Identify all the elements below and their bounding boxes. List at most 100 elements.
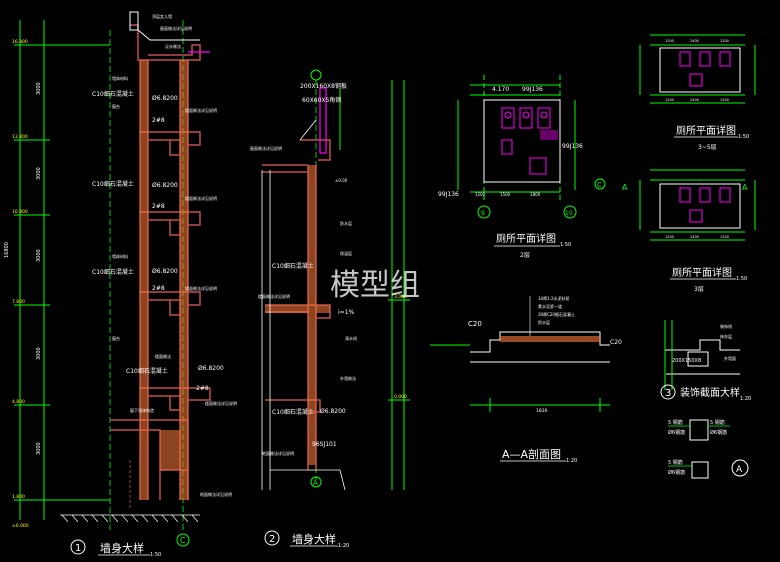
svg-text:1200: 1200 <box>720 39 729 43</box>
svg-text:3000: 3000 <box>36 249 42 262</box>
svg-text:楼面做法详见说明: 楼面做法详见说明 <box>185 195 217 201</box>
svg-text:C10细石混凝土: C10细石混凝土 <box>92 180 134 188</box>
svg-text:7.800: 7.800 <box>12 299 25 305</box>
section-c20-label: C20 <box>468 320 482 328</box>
rebar-label-1: Ø6.8200 <box>152 95 178 102</box>
svg-text:1:20: 1:20 <box>566 458 577 464</box>
rebar-details: 5 钢筋 Ø6钢筋 5 钢筋 Ø6钢筋 5 钢筋 Ø6钢筋 A <box>668 419 749 479</box>
svg-text:Ø6钢筋: Ø6钢筋 <box>668 429 685 436</box>
svg-text:9: 9 <box>481 210 485 217</box>
detail-1-number: 1 <box>75 543 81 554</box>
svg-text:泛水做法: 泛水做法 <box>165 43 181 49</box>
svg-text:5 钢筋: 5 钢筋 <box>710 419 725 426</box>
detail-3-title: 装饰截面大样 <box>680 386 740 399</box>
concrete-label-1: C10细石混凝土 <box>92 90 134 98</box>
svg-text:素水泥浆一道: 素水泥浆一道 <box>538 303 562 309</box>
detail-2-number: 2 <box>269 534 275 545</box>
svg-text:楼面做法详见说明: 楼面做法详见说明 <box>185 285 217 291</box>
svg-text:1830: 1830 <box>536 408 548 414</box>
svg-text:防水层: 防水层 <box>538 319 550 325</box>
svg-text:地面做法详见说明: 地面做法详见说明 <box>262 450 294 456</box>
svg-text:1:20: 1:20 <box>338 543 349 549</box>
svg-text:2400: 2400 <box>690 39 699 43</box>
wall-detail-1: 16800 3000 3000 3000 3000 3000 16.80013.… <box>4 11 237 558</box>
axis-a-bubble: A <box>736 465 743 475</box>
svg-text:1:50: 1:50 <box>150 552 161 558</box>
svg-text:1200: 1200 <box>720 235 729 239</box>
svg-text:1500: 1500 <box>500 192 511 197</box>
svg-text:3~5层: 3~5层 <box>698 144 717 151</box>
svg-text:16.800: 16.800 <box>12 39 28 45</box>
svg-text:屋面做法详见说明: 屋面做法详见说明 <box>160 25 192 31</box>
svg-text:2400: 2400 <box>690 98 699 102</box>
svg-text:保温层: 保温层 <box>340 250 352 256</box>
svg-text:1:20: 1:20 <box>740 396 751 402</box>
svg-text:楼面做法详见说明: 楼面做法详见说明 <box>205 400 237 406</box>
svg-text:200X150X8: 200X150X8 <box>672 358 701 364</box>
axis-a-2: A <box>313 479 318 487</box>
svg-text:2400: 2400 <box>690 235 699 239</box>
svg-text:1200: 1200 <box>720 98 729 102</box>
std-label-2: 96SJ101 <box>312 441 337 448</box>
svg-text:5 钢筋: 5 钢筋 <box>668 419 683 426</box>
toilet-3f-title: 厕所平面详图 <box>672 266 732 279</box>
svg-text:±0.000: ±0.000 <box>12 523 29 529</box>
steel-plate-label: 200X160X8钢板 <box>300 82 347 90</box>
svg-text:1.800: 1.800 <box>12 494 25 500</box>
svg-text:A: A <box>742 183 748 192</box>
svg-text:外墙做法: 外墙做法 <box>340 375 356 381</box>
svg-text:99J136: 99J136 <box>562 143 583 150</box>
svg-text:3层: 3层 <box>694 286 704 293</box>
svg-text:±0.00: ±0.00 <box>335 178 348 183</box>
svg-text:1200: 1200 <box>475 192 486 197</box>
slope-label: i=1% <box>338 309 355 316</box>
svg-text:99J136: 99J136 <box>522 86 543 93</box>
svg-text:屋面做法详见说明: 屋面做法详见说明 <box>250 145 282 151</box>
svg-text:C20: C20 <box>610 339 622 346</box>
detail-2-title: 墙身大样 <box>292 532 336 546</box>
svg-text:2层: 2层 <box>520 252 530 259</box>
svg-text:30厚C20细石混凝土: 30厚C20细石混凝土 <box>538 311 575 317</box>
decoration-detail-3: 200X150X8 装饰线 抹灰层 外墙面 3 装饰截面大样 1:20 <box>660 320 751 402</box>
svg-text:Ø6.8200: Ø6.8200 <box>198 365 224 372</box>
svg-text:10: 10 <box>565 210 573 217</box>
svg-text:1800: 1800 <box>530 192 541 197</box>
svg-text:滴水线: 滴水线 <box>345 335 357 341</box>
svg-text:窗台: 窗台 <box>112 335 120 341</box>
axis-c-1: C <box>180 536 186 545</box>
rebar-label-2: Ø6.8200 <box>320 408 346 415</box>
svg-text:顶层女儿墙: 顶层女儿墙 <box>152 13 172 19</box>
svg-text:60X60X5角钢: 60X60X5角钢 <box>302 96 341 104</box>
svg-text:2#8: 2#8 <box>196 385 209 392</box>
svg-text:防水层: 防水层 <box>340 220 352 226</box>
svg-text:3000: 3000 <box>36 82 42 95</box>
svg-text:2#8: 2#8 <box>152 117 165 124</box>
svg-text:16800: 16800 <box>4 242 10 258</box>
svg-text:3000: 3000 <box>36 167 42 180</box>
svg-text:5 钢筋: 5 钢筋 <box>668 459 683 466</box>
svg-text:窗台: 窗台 <box>112 103 120 109</box>
svg-text:装饰线: 装饰线 <box>720 323 732 329</box>
svg-text:楼面做法详见说明: 楼面做法详见说明 <box>185 107 217 113</box>
detail-3-number: 3 <box>665 388 671 399</box>
svg-text:Ø6钢筋: Ø6钢筋 <box>668 469 685 476</box>
svg-text:2#8: 2#8 <box>152 203 165 210</box>
svg-text:1200: 1200 <box>665 235 674 239</box>
svg-text:1200: 1200 <box>665 39 674 43</box>
svg-text:外墙面: 外墙面 <box>724 355 736 361</box>
svg-text:Ø6钢筋: Ø6钢筋 <box>710 429 727 436</box>
svg-text:1:50: 1:50 <box>560 242 571 248</box>
section-a-a: 1830 C20 C20 10厚1:2水泥砂浆 素水泥浆一道 30厚C20细石混… <box>430 295 622 464</box>
svg-text:C: C <box>597 181 602 189</box>
toilet-3-5f-title: 厕所平面详图 <box>676 124 736 137</box>
svg-text:99J136: 99J136 <box>438 191 459 198</box>
wall-detail-2: A 200X160X8钢板 60X60X5角钢 C10细石混凝土 C10细石混凝… <box>250 69 410 549</box>
watermark: 模型组 <box>330 268 420 303</box>
svg-text:墙体材料: 墙体材料 <box>112 253 128 259</box>
svg-text:1:50: 1:50 <box>738 134 749 140</box>
svg-text:3000: 3000 <box>36 347 42 360</box>
